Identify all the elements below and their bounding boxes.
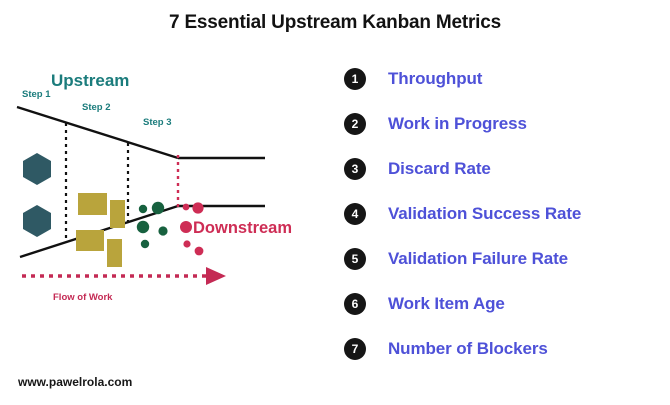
validated-item-4 [158, 226, 168, 236]
downstream-item-4 [183, 240, 191, 248]
upstream-kanban-funnel-diagram: Upstream Step 1 Step 2 Step 3 Downstream… [0, 50, 330, 320]
option-card-2 [110, 200, 125, 228]
metric-label: Throughput [388, 68, 483, 88]
metric-number-badge: 5 [344, 247, 366, 270]
validated-item-2 [151, 201, 165, 215]
metric-item-5[interactable]: 5 Validation Failure Rate [344, 236, 664, 281]
metrics-list: 1 Throughput 2 Work in Progress 3 Discar… [344, 56, 664, 371]
flow-of-work-arrow-head [206, 267, 226, 285]
step-1-label: Step 1 [22, 89, 51, 100]
validated-item-5 [140, 239, 150, 249]
downstream-item-2 [192, 202, 204, 214]
validated-item-3 [136, 220, 150, 234]
metric-label: Number of Blockers [388, 338, 548, 358]
metric-item-6[interactable]: 6 Work Item Age [344, 281, 664, 326]
backlog-hexagon-2 [23, 205, 51, 237]
metric-item-1[interactable]: 1 Throughput [344, 56, 664, 101]
flow-of-work-label: Flow of Work [53, 292, 113, 303]
metric-label: Validation Failure Rate [388, 248, 569, 268]
metric-item-3[interactable]: 3 Discard Rate [344, 146, 664, 191]
page-title: 7 Essential Upstream Kanban Metrics [169, 12, 501, 33]
metric-item-2[interactable]: 2 Work in Progress [344, 101, 664, 146]
downstream-item-5 [194, 246, 204, 256]
option-card-1 [78, 193, 107, 215]
metric-label: Work in Progress [388, 113, 527, 133]
validated-item-1 [138, 204, 148, 214]
step-2-label: Step 2 [82, 102, 111, 113]
metric-item-4[interactable]: 4 Validation Success Rate [344, 191, 664, 236]
upstream-label: Upstream [51, 71, 129, 90]
metric-number-badge: 3 [344, 157, 366, 180]
metric-label: Validation Success Rate [388, 203, 582, 223]
metric-number-badge: 1 [344, 67, 366, 90]
option-card-4 [107, 239, 122, 267]
downstream-item-1 [182, 203, 190, 211]
metric-number-badge: 4 [344, 202, 366, 225]
footer-website-url[interactable]: www.pawelrola.com [18, 375, 133, 389]
metric-item-7[interactable]: 7 Number of Blockers [344, 326, 664, 371]
metric-number-badge: 6 [344, 292, 366, 315]
downstream-label: Downstream [193, 219, 292, 237]
backlog-hexagon-1 [23, 153, 51, 185]
metric-label: Discard Rate [388, 158, 491, 178]
downstream-item-3 [180, 221, 192, 233]
option-card-3 [76, 230, 104, 251]
funnel-top-line [16, 105, 179, 160]
metric-number-badge: 7 [344, 337, 366, 360]
metric-label: Work Item Age [388, 293, 505, 313]
metric-number-badge: 2 [344, 112, 366, 135]
step-3-label: Step 3 [143, 117, 172, 128]
